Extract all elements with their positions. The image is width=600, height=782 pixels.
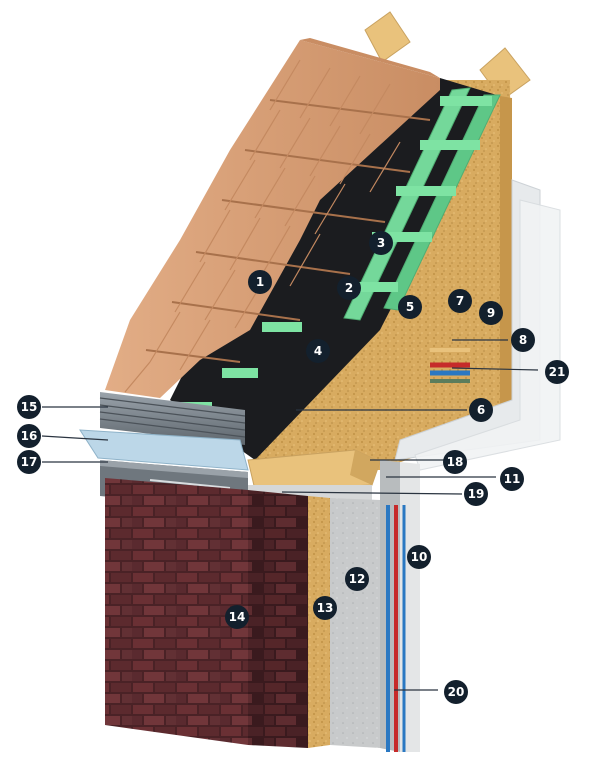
callout-marker-11: 11	[500, 467, 524, 491]
callout-marker-6: 6	[469, 398, 493, 422]
callout-marker-label: 17	[21, 455, 38, 469]
callout-marker-circle	[444, 680, 468, 704]
eaves-flashing	[79, 392, 249, 510]
callout-marker-label: 4	[314, 344, 322, 358]
callout-marker-4: 4	[306, 339, 330, 363]
callout-marker-circle	[345, 567, 369, 591]
roof-tiles	[105, 38, 440, 398]
callout-marker-circle	[17, 450, 41, 474]
callout-marker-14: 14	[225, 605, 249, 629]
callout-marker-circle	[225, 605, 249, 629]
callout-marker-circle	[306, 339, 330, 363]
callout-marker-17: 17	[17, 450, 41, 474]
callout-marker-circle	[443, 450, 467, 474]
callout-marker-2: 2	[337, 276, 361, 300]
callout-marker-circle	[337, 276, 361, 300]
wall-insulation	[308, 496, 330, 748]
callout-marker-8: 8	[511, 328, 535, 352]
callout-marker-18: 18	[443, 450, 467, 474]
callout-marker-circle	[448, 289, 472, 313]
callout-marker-label: 15	[21, 400, 38, 414]
callout-marker-15: 15	[17, 395, 41, 419]
callout-marker-label: 16	[21, 429, 38, 443]
callout-marker-label: 2	[345, 281, 353, 295]
callout-marker-circle	[17, 395, 41, 419]
callout-marker-7: 7	[448, 289, 472, 313]
brick-wall	[105, 478, 308, 748]
battens	[172, 87, 501, 412]
callout-marker-label: 5	[406, 300, 414, 314]
callout-marker-label: 3	[377, 236, 385, 250]
callout-marker-circle	[545, 360, 569, 384]
wall-plate	[247, 449, 381, 491]
service-pipes-roof	[430, 348, 470, 383]
callout-marker-label: 8	[519, 333, 527, 347]
callout-marker-circle	[464, 482, 488, 506]
callout-marker-circle	[17, 424, 41, 448]
callout-marker-label: 12	[349, 572, 366, 586]
callout-marker-12: 12	[345, 567, 369, 591]
callout-marker-label: 14	[229, 610, 246, 624]
callout-marker-label: 7	[456, 294, 464, 308]
callout-marker-label: 10	[411, 550, 428, 564]
callout-marker-5: 5	[398, 295, 422, 319]
callout-marker-19: 19	[464, 482, 488, 506]
callout-marker-16: 16	[17, 424, 41, 448]
callout-marker-label: 9	[487, 306, 495, 320]
leader-lines	[41, 339, 539, 691]
callout-marker-circle	[398, 295, 422, 319]
callout-marker-label: 13	[317, 601, 334, 615]
callout-marker-circle	[511, 328, 535, 352]
callout-marker-10: 10	[407, 545, 431, 569]
callout-marker-label: 18	[447, 455, 464, 469]
callout-marker-label: 21	[549, 365, 566, 379]
callout-marker-circle	[500, 467, 524, 491]
callout-marker-13: 13	[313, 596, 337, 620]
callout-marker-9: 9	[479, 301, 503, 325]
callout-marker-1: 1	[248, 270, 272, 294]
callout-marker-circle	[248, 270, 272, 294]
callout-marker-label: 11	[504, 472, 521, 486]
callout-marker-circle	[469, 398, 493, 422]
callout-marker-label: 20	[448, 685, 465, 699]
callout-marker-circle	[479, 301, 503, 325]
callout-marker-circle	[369, 231, 393, 255]
concrete-wall	[330, 498, 380, 748]
callout-marker-label: 19	[468, 487, 485, 501]
callout-marker-21: 21	[545, 360, 569, 384]
callout-marker-label: 1	[256, 275, 264, 289]
callout-marker-20: 20	[444, 680, 468, 704]
callout-marker-circle	[407, 545, 431, 569]
callout-marker-3: 3	[369, 231, 393, 255]
inner-lining	[380, 460, 420, 752]
callout-marker-label: 6	[477, 403, 485, 417]
callout-marker-circle	[313, 596, 337, 620]
